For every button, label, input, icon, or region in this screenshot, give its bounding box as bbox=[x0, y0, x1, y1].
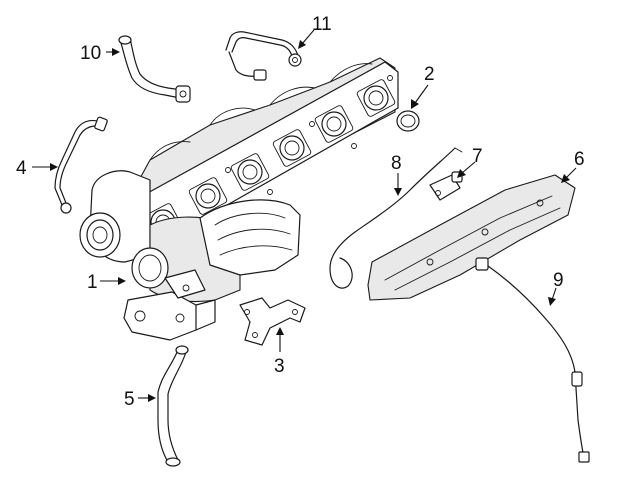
bent-tube bbox=[225, 31, 302, 81]
callout-leaders bbox=[32, 29, 577, 402]
callout-10: 10 bbox=[80, 43, 101, 64]
callout-5: 5 bbox=[124, 389, 135, 410]
heat-shield bbox=[367, 174, 576, 301]
turbocharger bbox=[79, 170, 301, 341]
sensor bbox=[429, 171, 463, 201]
callout-8: 8 bbox=[391, 153, 402, 174]
callout-7: 7 bbox=[472, 146, 483, 167]
callout-11: 11 bbox=[312, 14, 332, 35]
callout-9: 9 bbox=[553, 270, 564, 291]
coolant-hose bbox=[157, 345, 189, 467]
callout-3: 3 bbox=[274, 356, 285, 377]
callout-6: 6 bbox=[574, 149, 585, 170]
gasket-ring bbox=[396, 110, 420, 132]
oxygen-sensor-lead bbox=[475, 257, 590, 463]
callout-1: 1 bbox=[87, 272, 98, 293]
vacuum-hose bbox=[118, 35, 191, 103]
wire-harness-loop bbox=[329, 147, 463, 289]
support-bracket bbox=[239, 297, 306, 346]
callout-2: 2 bbox=[424, 64, 435, 85]
oil-feed-line bbox=[54, 116, 108, 214]
callout-4: 4 bbox=[16, 158, 27, 179]
callout-labels: 1 2 3 4 5 6 7 8 9 10 11 bbox=[16, 14, 585, 410]
